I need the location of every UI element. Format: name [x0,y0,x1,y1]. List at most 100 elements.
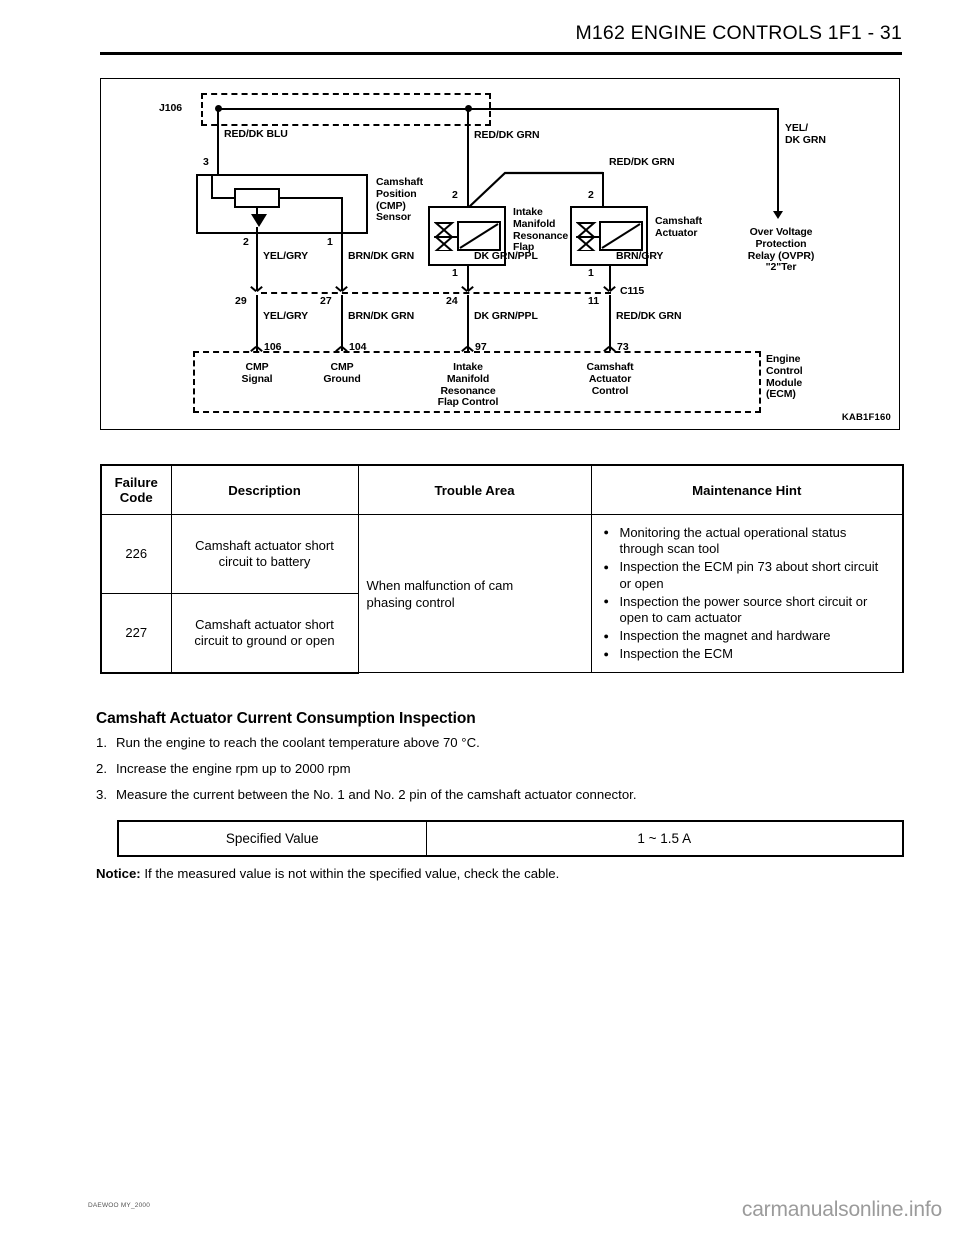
flap-solenoid-box [428,206,506,266]
header-failure-code: Failure Code [100,464,172,515]
wire-label-brn-gry: BRN/GRY [616,250,664,262]
inspection-steps: 1. Run the engine to reach the coolant te… [96,735,906,813]
wire-red-dk-grn-flap [467,108,469,206]
wire-label-dk-grn-ppl-upper: DK GRN/PPL [474,250,538,262]
wire-red-dk-grn-lower [609,295,611,351]
flap-pin-2-label: 2 [452,189,458,201]
ecm-label: Engine Control Module (ECM) [766,353,803,401]
wire-diagonal-flap-to-actuator [468,171,603,208]
wire-label-yel-dk-grn: YEL/ DK GRN [785,122,826,146]
wire-yel-gry-lower [256,295,258,351]
actuator-coil-icon [599,221,643,251]
description-226: Camshaft actuator short circuit to batte… [170,514,359,594]
actuator-pin-1-label: 1 [588,267,594,279]
c115-pin-11-label: 11 [588,295,600,307]
header-trouble-area: Trouble Area [357,464,592,515]
header-divider [100,52,902,55]
notice-body: If the measured value is not within the … [144,866,560,881]
c115-chevron-11 [604,285,615,293]
notice-label: Notice: [96,866,141,881]
list-item: 1. Run the engine to reach the coolant te… [96,735,906,750]
list-item: Monitoring the actual operational status… [604,524,893,558]
ecm-function-cmp-ground: CMP Ground [323,361,361,385]
flap-component-label: Intake Manifold Resonance Flap [513,206,569,254]
list-item: 2. Increase the engine rpm up to 2000 rpm [96,761,906,776]
ecm-box [193,351,761,413]
maintenance-hint-cell: Monitoring the actual operational status… [590,514,904,673]
header-maintenance-hint: Maintenance Hint [590,464,904,515]
failure-code-226: 226 [100,514,172,594]
failure-code-table: Failure Code Description Trouble Area Ma… [100,464,904,674]
cmp-sensor-internal-element [234,188,280,208]
list-item: 3.Measure the current between the No. 1 … [96,787,906,802]
c115-pin-29-label: 29 [235,295,247,307]
description-227: Camshaft actuator short circuit to groun… [170,592,359,674]
wire-label-yel-gry-upper: YEL/GRY [263,250,309,262]
wire-dk-grn-ppl-upper [467,265,469,291]
cmp-internal-lead-right [279,197,343,199]
ovpr-label: Over Voltage Protection Relay (OVPR) "2"… [747,226,815,274]
wire-label-red-dk-blu: RED/DK BLU [224,128,288,140]
section-title: Camshaft Actuator Current Consumption In… [96,710,476,727]
wire-red-dk-grn-actuator [602,172,604,206]
wire-label-brn-dk-grn-lower: BRN/DK GRN [348,310,415,322]
page-header: M162 ENGINE CONTROLS 1F1 - 31 [100,22,902,56]
wire-yel-dk-grn [777,108,779,214]
camshaft-actuator-label: Camshaft Actuator [655,215,703,239]
flap-valve-icon [434,222,458,251]
cmp-pin-2-label: 2 [243,236,249,248]
maintenance-hint-list: Monitoring the actual operational status… [604,524,893,663]
c115-chevron-29 [251,285,262,293]
list-item: Inspection the ECM pin 73 about short ci… [604,559,893,592]
wire-brn-dk-grn-upper [341,234,343,291]
table-row: 227 Camshaft actuator short circuit to g… [100,592,903,674]
cmp-pin-1-label: 1 [327,236,333,248]
specified-value-table: Specified Value 1 ~ 1.5 A [117,820,904,857]
c115-chevron-24 [462,285,473,293]
wire-yel-gry-upper [256,227,258,291]
wire-label-brn-dk-grn-upper: BRN/DK GRN [348,250,415,262]
list-item: Inspection the magnet and hardware [604,628,893,645]
connector-j106-label: J106 [159,102,182,114]
footer-document-code: DAEWOO MY_2000 [88,1202,151,1209]
cmp-internal-lead-left [211,197,235,199]
c115-pin-27-label: 27 [320,295,332,307]
actuator-pin-2-label: 2 [588,189,594,201]
ecm-pin-104-label: 104 [349,341,367,353]
cmp-internal-stem [256,208,258,216]
actuator-valve-icon [576,222,600,251]
wire-label-red-dk-grn-lower: RED/DK GRN [616,310,682,322]
spec-value-cell: 1 ~ 1.5 A [425,820,904,857]
ecm-function-actuator-control: Camshaft Actuator Control [586,361,634,397]
cmp-hall-triangle-icon [251,214,267,227]
wire-brn-dk-grn-lower [341,295,343,351]
connector-c115-label: C115 [620,285,645,297]
ecm-function-cmp-signal: CMP Signal [241,361,273,385]
connector-c115-line [261,292,611,294]
wire-label-red-dk-grn-mid: RED/DK GRN [474,129,540,141]
wire-label-red-dk-grn-actuator: RED/DK GRN [609,156,675,168]
ecm-function-flap-control: Intake Manifold Resonance Flap Control [437,361,499,409]
wire-brn-gry [609,265,611,291]
cmp-internal-riser-right [341,197,343,235]
step-text: Measure the current between the No. 1 an… [116,787,637,802]
trouble-area-cell: When malfunction of cam phasing control [357,514,592,673]
c115-chevron-27 [336,285,347,293]
notice-text: Notice: If the measured value is not wit… [96,866,559,881]
step-number: 1. [96,735,107,750]
spec-label-cell: Specified Value [117,820,427,857]
wiring-diagram-figure: J106 RED/DK BLU 3 Camshaft Position (CMP… [100,78,900,430]
table-row: 226 Camshaft actuator short circuit to b… [100,514,904,673]
watermark: carmanualsonline.info [741,1198,942,1221]
cmp-sensor-box [196,174,368,234]
wire-label-yel-gry-lower: YEL/GRY [263,310,309,322]
step-text: Increase the engine rpm up to 2000 rpm [116,761,351,776]
step-number: 2. [96,761,107,776]
header-description: Description [170,464,359,515]
figure-code: KAB1F160 [841,412,891,423]
ecm-pin-97-label: 97 [475,341,487,353]
c115-pin-24-label: 24 [446,295,458,307]
wiring-diagram-canvas: J106 RED/DK BLU 3 Camshaft Position (CMP… [101,79,901,431]
step-text: Run the engine to reach the coolant temp… [116,735,480,750]
list-item: Inspection the power source short circui… [604,593,893,627]
